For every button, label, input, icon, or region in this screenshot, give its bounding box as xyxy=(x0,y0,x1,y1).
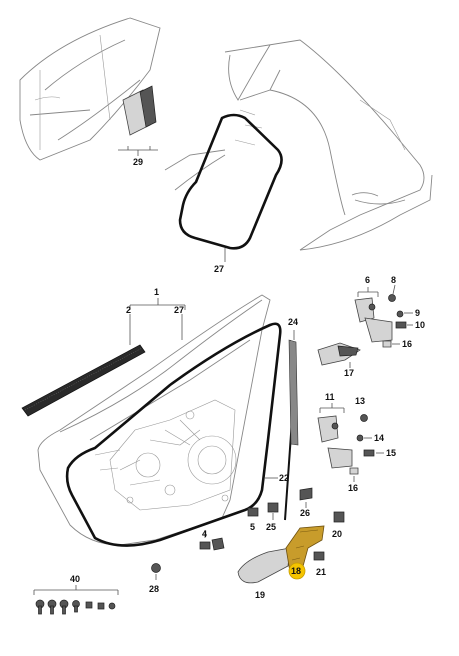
nut-9 xyxy=(396,310,404,318)
door-seal-1 xyxy=(65,322,282,547)
callout-16-upper: 16 xyxy=(402,339,412,349)
callout-9: 9 xyxy=(415,308,420,318)
callout-8: 8 xyxy=(391,275,396,285)
bolt-26 xyxy=(299,487,313,501)
callout-1: 1 xyxy=(154,287,159,297)
bolt-8 xyxy=(388,294,396,302)
callout-16-lower: 16 xyxy=(348,483,358,493)
callout-11: 11 xyxy=(325,392,335,402)
strip-24 xyxy=(288,339,299,446)
bolt-15 xyxy=(363,449,375,457)
callout-4: 4 xyxy=(202,529,207,539)
clip-25 xyxy=(267,502,279,513)
bolt-10 xyxy=(395,321,407,329)
callout-13: 13 xyxy=(355,396,365,406)
callout-21: 21 xyxy=(316,567,326,577)
fasteners-group: 4 5 25 26 20 21 28 19 18 xyxy=(149,487,345,600)
door-assembly: 22 24 1 2 27 xyxy=(21,287,299,547)
hinge-lower-a xyxy=(317,415,339,443)
handle-cover-19 xyxy=(237,547,291,584)
callout-25: 25 xyxy=(266,522,276,532)
bolt-20 xyxy=(333,511,345,523)
callout-29: 29 xyxy=(133,157,143,167)
clip-4 xyxy=(199,541,211,550)
body-with-seal-27: 27 xyxy=(164,39,433,274)
callout-2: 2 xyxy=(126,305,131,315)
lower-hinge-group: 11 13 14 15 16 xyxy=(317,392,396,493)
cap-16-upper xyxy=(382,340,392,348)
hinge-upper-a xyxy=(354,297,375,323)
callout-17: 17 xyxy=(344,368,354,378)
clip-5 xyxy=(247,507,259,517)
callout-24: 24 xyxy=(288,317,298,327)
callout-18-highlight xyxy=(288,562,306,580)
door-inner-panel xyxy=(94,399,237,511)
fastener-set-40: 40 xyxy=(33,574,119,615)
cap-16-lower xyxy=(349,467,359,475)
callout-18: 18 xyxy=(291,566,301,576)
callout-10: 10 xyxy=(415,320,425,330)
inset-car-side: 29 xyxy=(19,17,161,167)
callout-22: 22 xyxy=(279,473,289,483)
callout-6: 6 xyxy=(365,275,370,285)
callout-28: 28 xyxy=(149,584,159,594)
hinge-upper-b xyxy=(364,317,393,343)
hinge-lower-b xyxy=(327,447,353,469)
callout-19: 19 xyxy=(255,590,265,600)
bolt-13 xyxy=(360,414,368,422)
callout-20: 20 xyxy=(332,529,342,539)
door-seal-27-top xyxy=(178,113,283,250)
nut-14 xyxy=(356,434,364,442)
callout-14: 14 xyxy=(374,433,384,443)
callout-5: 5 xyxy=(250,522,255,532)
upper-hinge-group: 6 8 9 10 16 17 xyxy=(317,275,425,378)
callout-40: 40 xyxy=(70,574,80,584)
callout-27-door: 27 xyxy=(174,305,184,315)
trim-strip-2 xyxy=(21,344,146,417)
callout-26: 26 xyxy=(300,508,310,518)
plug-28 xyxy=(151,563,161,573)
bolt-21 xyxy=(313,551,325,561)
callout-27-top: 27 xyxy=(214,264,224,274)
callout-15: 15 xyxy=(386,448,396,458)
